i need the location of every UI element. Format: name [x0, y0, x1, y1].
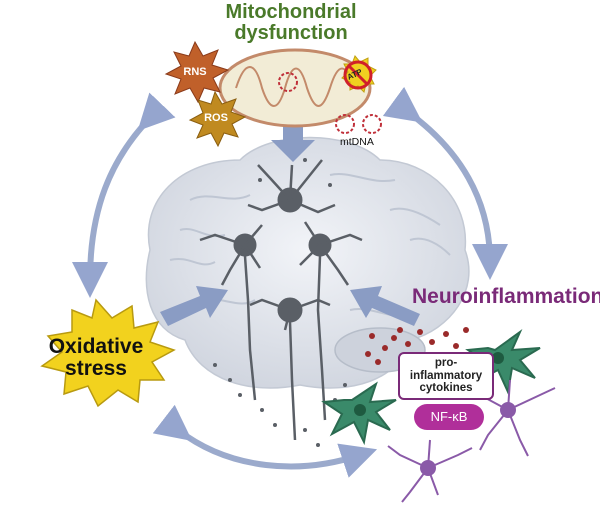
arrow-oxidative-to-neuro	[152, 404, 378, 478]
nfkb-pill: NF-κB	[414, 404, 484, 430]
ros-label: ROS	[204, 112, 228, 124]
arrow-neuro-left	[350, 286, 420, 326]
arrow-mito-to-oxidative	[72, 92, 176, 298]
brain-icon	[145, 136, 470, 389]
arrow-ox-right	[160, 286, 228, 326]
neuroinflammation-title: Neuroinflammation	[412, 285, 600, 308]
cytokine-dot-icon	[365, 327, 469, 365]
ros-star-icon	[188, 90, 247, 148]
oxidative-stress-title: Oxidative stress	[48, 335, 144, 381]
neuron-icon	[199, 158, 363, 447]
rns-label: RNS	[183, 66, 207, 78]
cytokines-box: pro-inflammatory cytokines	[398, 352, 494, 400]
cycle-arrows	[72, 86, 508, 478]
arrow-mito-down	[271, 110, 315, 162]
atp-crossed-icon	[341, 55, 377, 93]
rns-star-icon	[164, 40, 230, 104]
mtdna-icon	[278, 72, 382, 134]
oxidative-star-icon	[40, 298, 176, 408]
inward-arrows	[160, 110, 420, 326]
mitochondrial-dysfunction-title: Mitochondrial dysfunction	[225, 1, 357, 44]
mtdna-label: mtDNA	[340, 136, 374, 148]
arrow-mito-to-neuro	[382, 86, 508, 280]
